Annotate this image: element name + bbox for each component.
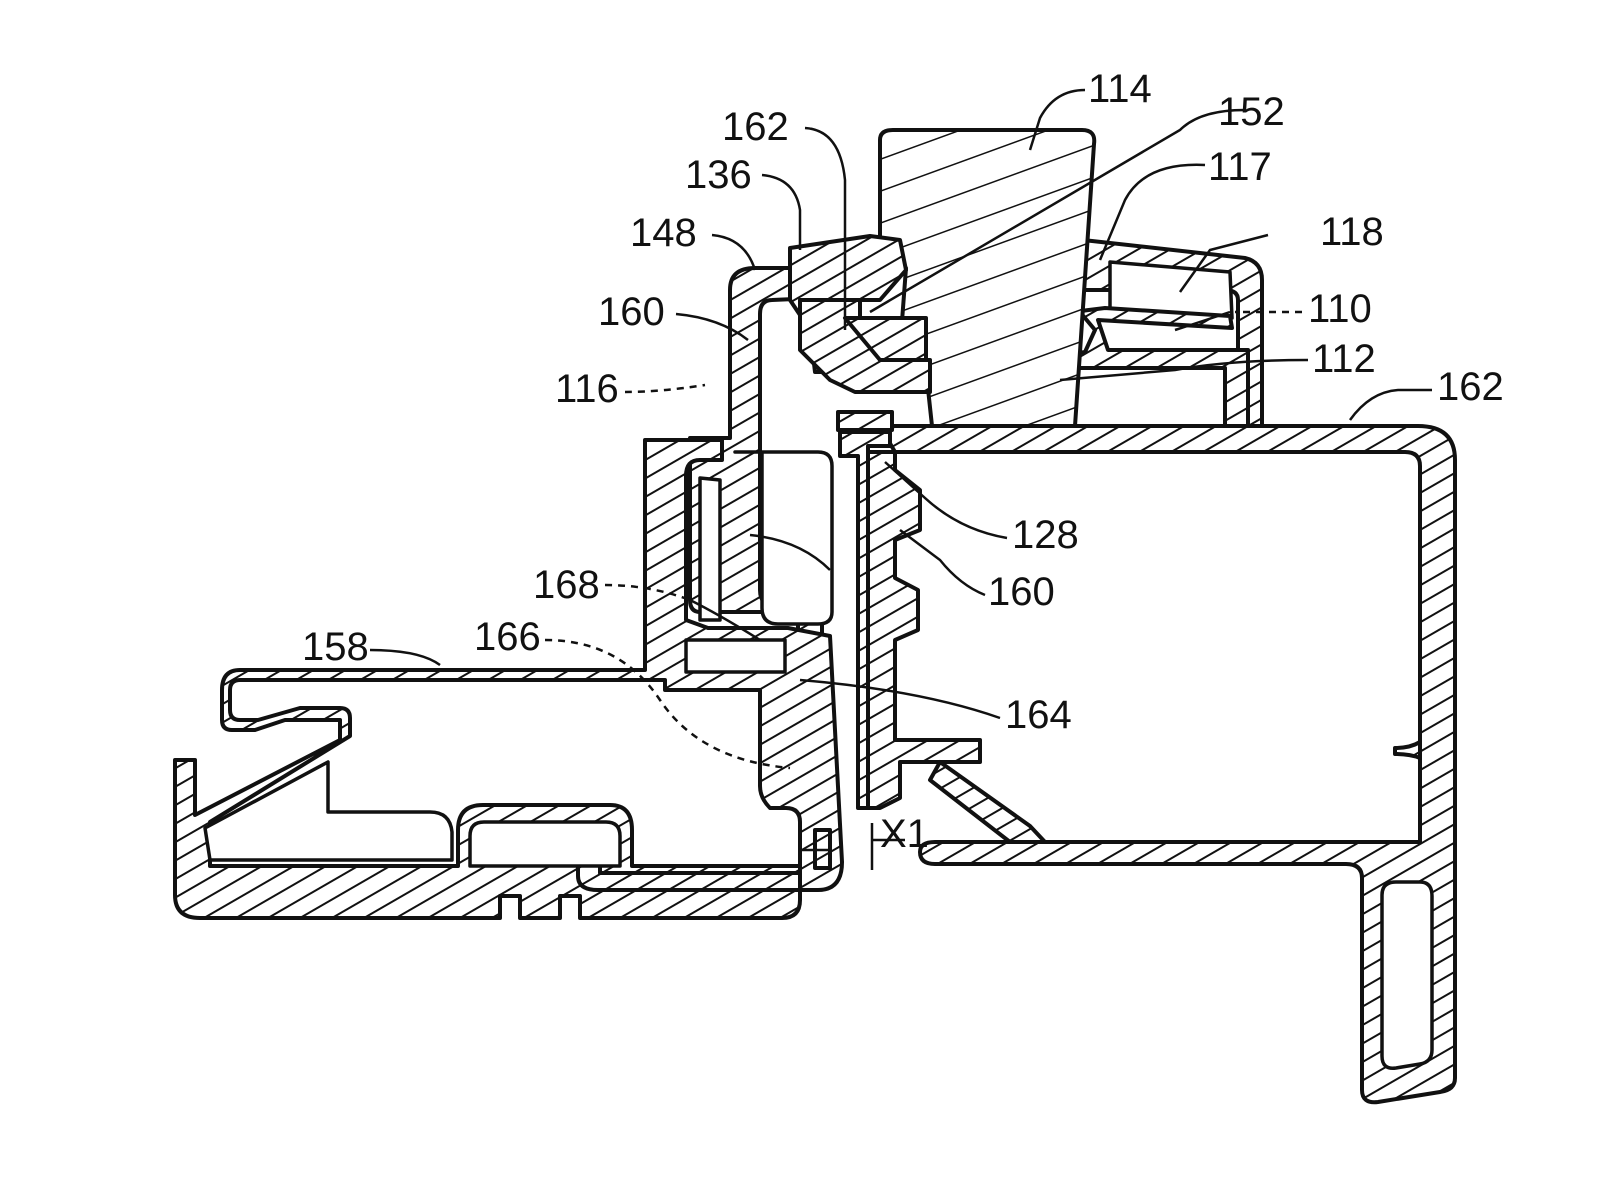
label-148: 148 — [630, 211, 697, 255]
label-114: 114 — [1088, 67, 1152, 111]
label-168: 168 — [533, 563, 600, 607]
label-128: 128 — [1012, 513, 1079, 557]
label-118: 118 — [1320, 210, 1384, 254]
frame-member-162 — [880, 426, 1455, 1102]
label-116: 116 — [555, 367, 619, 411]
label-158: 158 — [302, 625, 369, 669]
label-166: 166 — [474, 615, 541, 659]
label-162-right: 162 — [1437, 365, 1504, 409]
label-112: 112 — [1312, 337, 1376, 381]
label-152: 152 — [1218, 90, 1285, 134]
label-110: 110 — [1308, 287, 1372, 331]
label-x1: X1 — [880, 812, 929, 856]
label-160-mid: 160 — [988, 570, 1055, 614]
label-136: 136 — [685, 153, 752, 197]
label-164: 164 — [1005, 693, 1072, 737]
glazing-strip-164 — [868, 452, 1045, 842]
label-162-top: 162 — [722, 105, 789, 149]
label-117: 117 — [1208, 145, 1272, 189]
label-160-top: 160 — [598, 290, 665, 334]
